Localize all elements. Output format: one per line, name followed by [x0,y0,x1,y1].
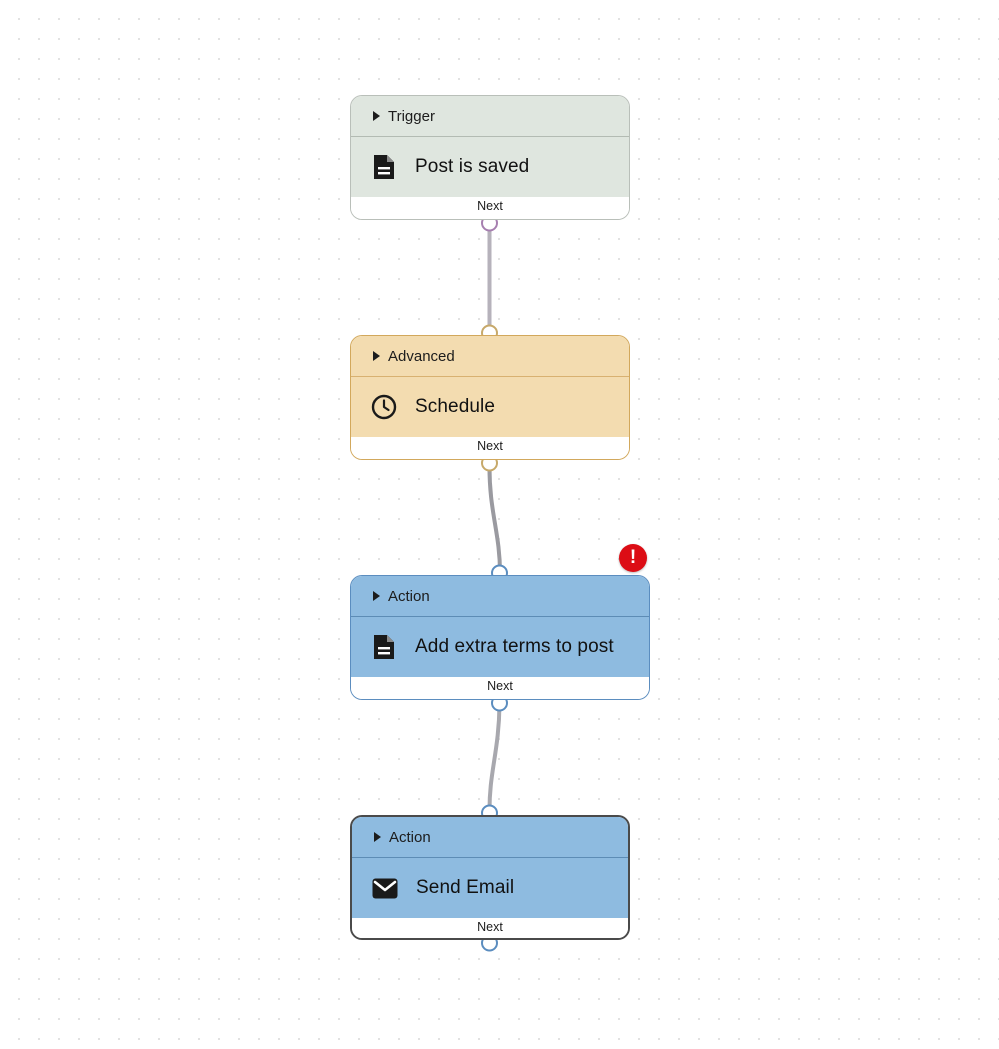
node-action-email-divider [352,857,628,858]
node-action-terms-divider [351,616,649,617]
node-advanced-header[interactable]: Advanced [351,336,629,376]
node-advanced-body[interactable]: Schedule [351,377,629,437]
connector-advanced-to-action-terms [487,463,502,574]
node-advanced-title: Schedule [415,396,496,417]
node-advanced-next[interactable]: Next [351,437,629,459]
document-icon [371,154,397,180]
document-icon [371,634,397,660]
node-action-add-extra-terms[interactable]: Action Add extra terms to post Next [350,575,650,700]
node-action-email-body[interactable]: Send Email [352,858,628,918]
node-action-terms-body[interactable]: Add extra terms to post [351,617,649,677]
node-trigger-title: Post is saved [415,156,530,177]
node-action-email-header[interactable]: Action [352,817,628,857]
error-badge[interactable]: ! [619,544,647,572]
node-action-terms-header[interactable]: Action [351,576,649,616]
disclosure-triangle-icon[interactable] [374,832,381,842]
node-action-email-next[interactable]: Next [352,918,628,938]
node-trigger-header[interactable]: Trigger [351,96,629,136]
exclamation-icon: ! [629,547,637,568]
node-action-send-email[interactable]: Action Send Email Next [350,815,630,940]
node-action-email-next-label: Next [477,920,503,934]
connector-action-terms-to-action-email [487,703,502,814]
node-trigger-next[interactable]: Next [351,197,629,219]
node-action-terms-header-label: Action [388,587,430,605]
node-action-terms-next-label: Next [487,679,513,693]
node-advanced[interactable]: Advanced Schedule Next [350,335,630,460]
node-action-terms-title: Add extra terms to post [415,636,614,657]
envelope-icon [372,875,398,901]
node-trigger-body[interactable]: Post is saved [351,137,629,197]
node-advanced-next-label: Next [477,439,503,453]
node-advanced-header-label: Advanced [388,347,455,365]
disclosure-triangle-icon[interactable] [373,591,380,601]
node-action-terms-next[interactable]: Next [351,677,649,699]
node-action-email-title: Send Email [416,877,515,898]
disclosure-triangle-icon[interactable] [373,351,380,361]
node-trigger-divider [351,136,629,137]
disclosure-triangle-icon[interactable] [373,111,380,121]
node-action-email-header-label: Action [389,828,431,846]
node-trigger-next-label: Next [477,199,503,213]
node-trigger[interactable]: Trigger Post is saved Next [350,95,630,220]
node-advanced-divider [351,376,629,377]
clock-icon [371,394,397,420]
node-trigger-header-label: Trigger [388,107,435,125]
